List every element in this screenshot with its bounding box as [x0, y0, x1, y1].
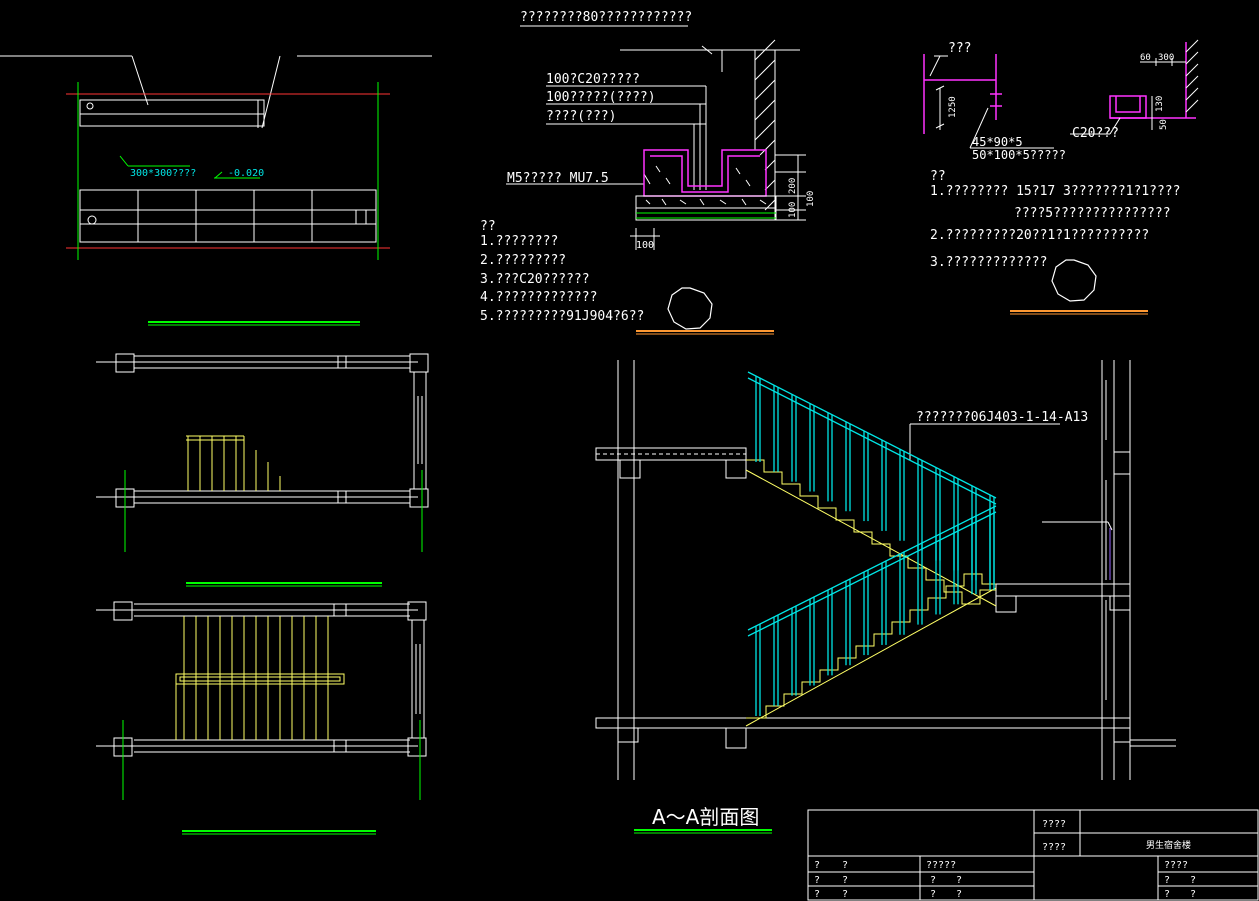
- wall-detail-green-marks: [636, 212, 776, 219]
- title-block-cell-9: ?: [1164, 875, 1170, 886]
- wall-detail-dim-100c: 100: [636, 240, 654, 251]
- title-block-cell-1: ?: [814, 860, 820, 871]
- wall-detail-note-1: 1.????????: [480, 234, 558, 249]
- title-block-cell-16: ?: [1190, 889, 1196, 900]
- rail-detail-label-top: ???: [948, 41, 971, 56]
- rail-detail-note-1: 1.???????? 15?17 3???????1?1????: [930, 184, 1180, 199]
- rail-detail-drawing: [923, 42, 1196, 134]
- wall-detail-note-5: 5.?????????91J904?6??: [480, 309, 644, 324]
- rail-detail-c20: C20???: [1072, 126, 1119, 141]
- title-block-cell-12: ?: [842, 889, 848, 900]
- title-block-cell-8: ?: [956, 875, 962, 886]
- stair-plan-upper: [96, 353, 429, 552]
- wall-detail-layer3: ????(???): [546, 109, 616, 124]
- rail-detail-dim-130: 130: [1155, 96, 1165, 112]
- rail-detail-lines: [929, 39, 1199, 149]
- title-block-cell-2: ?: [842, 860, 848, 871]
- wall-detail-title: ????????80????????????: [520, 10, 692, 25]
- plan-top-level-tag: -0.020: [228, 168, 264, 179]
- rail-detail-dim-300: 300: [1158, 53, 1174, 63]
- plan-top-size-tag: 300*300????: [130, 168, 196, 179]
- rail-detail-note-1b: ????5???????????????: [1014, 206, 1171, 221]
- stair-plan-lower: [96, 601, 427, 800]
- rail-detail-steel-2: 50*100*5?????: [972, 148, 1066, 162]
- wall-detail-dim-200: 200: [788, 178, 798, 194]
- title-block-project-name: 男生宿舍楼: [1146, 839, 1191, 851]
- rail-detail-notes-head: ??: [930, 169, 946, 184]
- wall-detail-nonagon-symbol: [667, 287, 713, 330]
- rail-detail-nonagon-symbol: [1051, 259, 1097, 302]
- wall-detail-drawing: [506, 25, 806, 250]
- wall-detail-note-4: 4.?????????????: [480, 290, 597, 305]
- title-block-cell-14: ?: [956, 889, 962, 900]
- title-block-cell-6: ?: [842, 875, 848, 886]
- wall-detail-notes-head: ??: [480, 219, 496, 234]
- section-title: A～A剖面图: [652, 805, 759, 829]
- title-block-cell-11: ?: [814, 889, 820, 900]
- title-block-row2-label: ????: [1042, 842, 1066, 853]
- title-block-cell-7: ?: [930, 875, 936, 886]
- rail-detail-dim-60: 60: [1140, 53, 1151, 63]
- section-callout: ???????06J403-1-14-A13: [916, 410, 1088, 425]
- title-block: [807, 809, 1259, 901]
- wall-detail-mortar: M5????? MU7.5: [507, 171, 609, 186]
- rail-detail-dim-50: 50: [1159, 119, 1169, 130]
- title-block-cell-3: ?????: [926, 860, 956, 871]
- stair-plan-upper-treads: [186, 435, 281, 491]
- rail-detail-dim-1250: 1250: [948, 96, 958, 118]
- title-block-row1-label: ????: [1042, 819, 1066, 830]
- title-block-cell-4: ????: [1164, 860, 1188, 871]
- wall-detail-note-3: 3.???C20??????: [480, 272, 590, 287]
- wall-detail-layer2: 100?????(????): [546, 90, 656, 105]
- stair-plan-lower-treads: [175, 616, 345, 740]
- rail-detail-note-3: 3.?????????????: [930, 255, 1047, 270]
- section-railing-upper: [747, 371, 997, 590]
- wall-detail-gravel: [635, 165, 777, 221]
- section-wall-detail-right: [1105, 380, 1111, 700]
- wall-detail-layer1: 100?C20?????: [546, 72, 640, 87]
- wall-detail-dim-100b: 100: [806, 191, 816, 207]
- title-block-cell-15: ?: [1164, 889, 1170, 900]
- wall-detail-magenta: [643, 149, 767, 197]
- title-block-cell-13: ?: [930, 889, 936, 900]
- title-block-cell-5: ?: [814, 875, 820, 886]
- section-structure: [595, 360, 1176, 780]
- section-railing-lower: [747, 505, 997, 716]
- plan-top: [0, 55, 432, 260]
- wall-detail-note-2: 2.?????????: [480, 253, 566, 268]
- rail-detail-note-2: 2.?????????20??1?1??????????: [930, 228, 1149, 243]
- title-block-cell-10: ?: [1190, 875, 1196, 886]
- wall-detail-dim-100a: 100: [788, 202, 798, 218]
- rail-detail-steel-1: 45*90*5: [972, 135, 1023, 149]
